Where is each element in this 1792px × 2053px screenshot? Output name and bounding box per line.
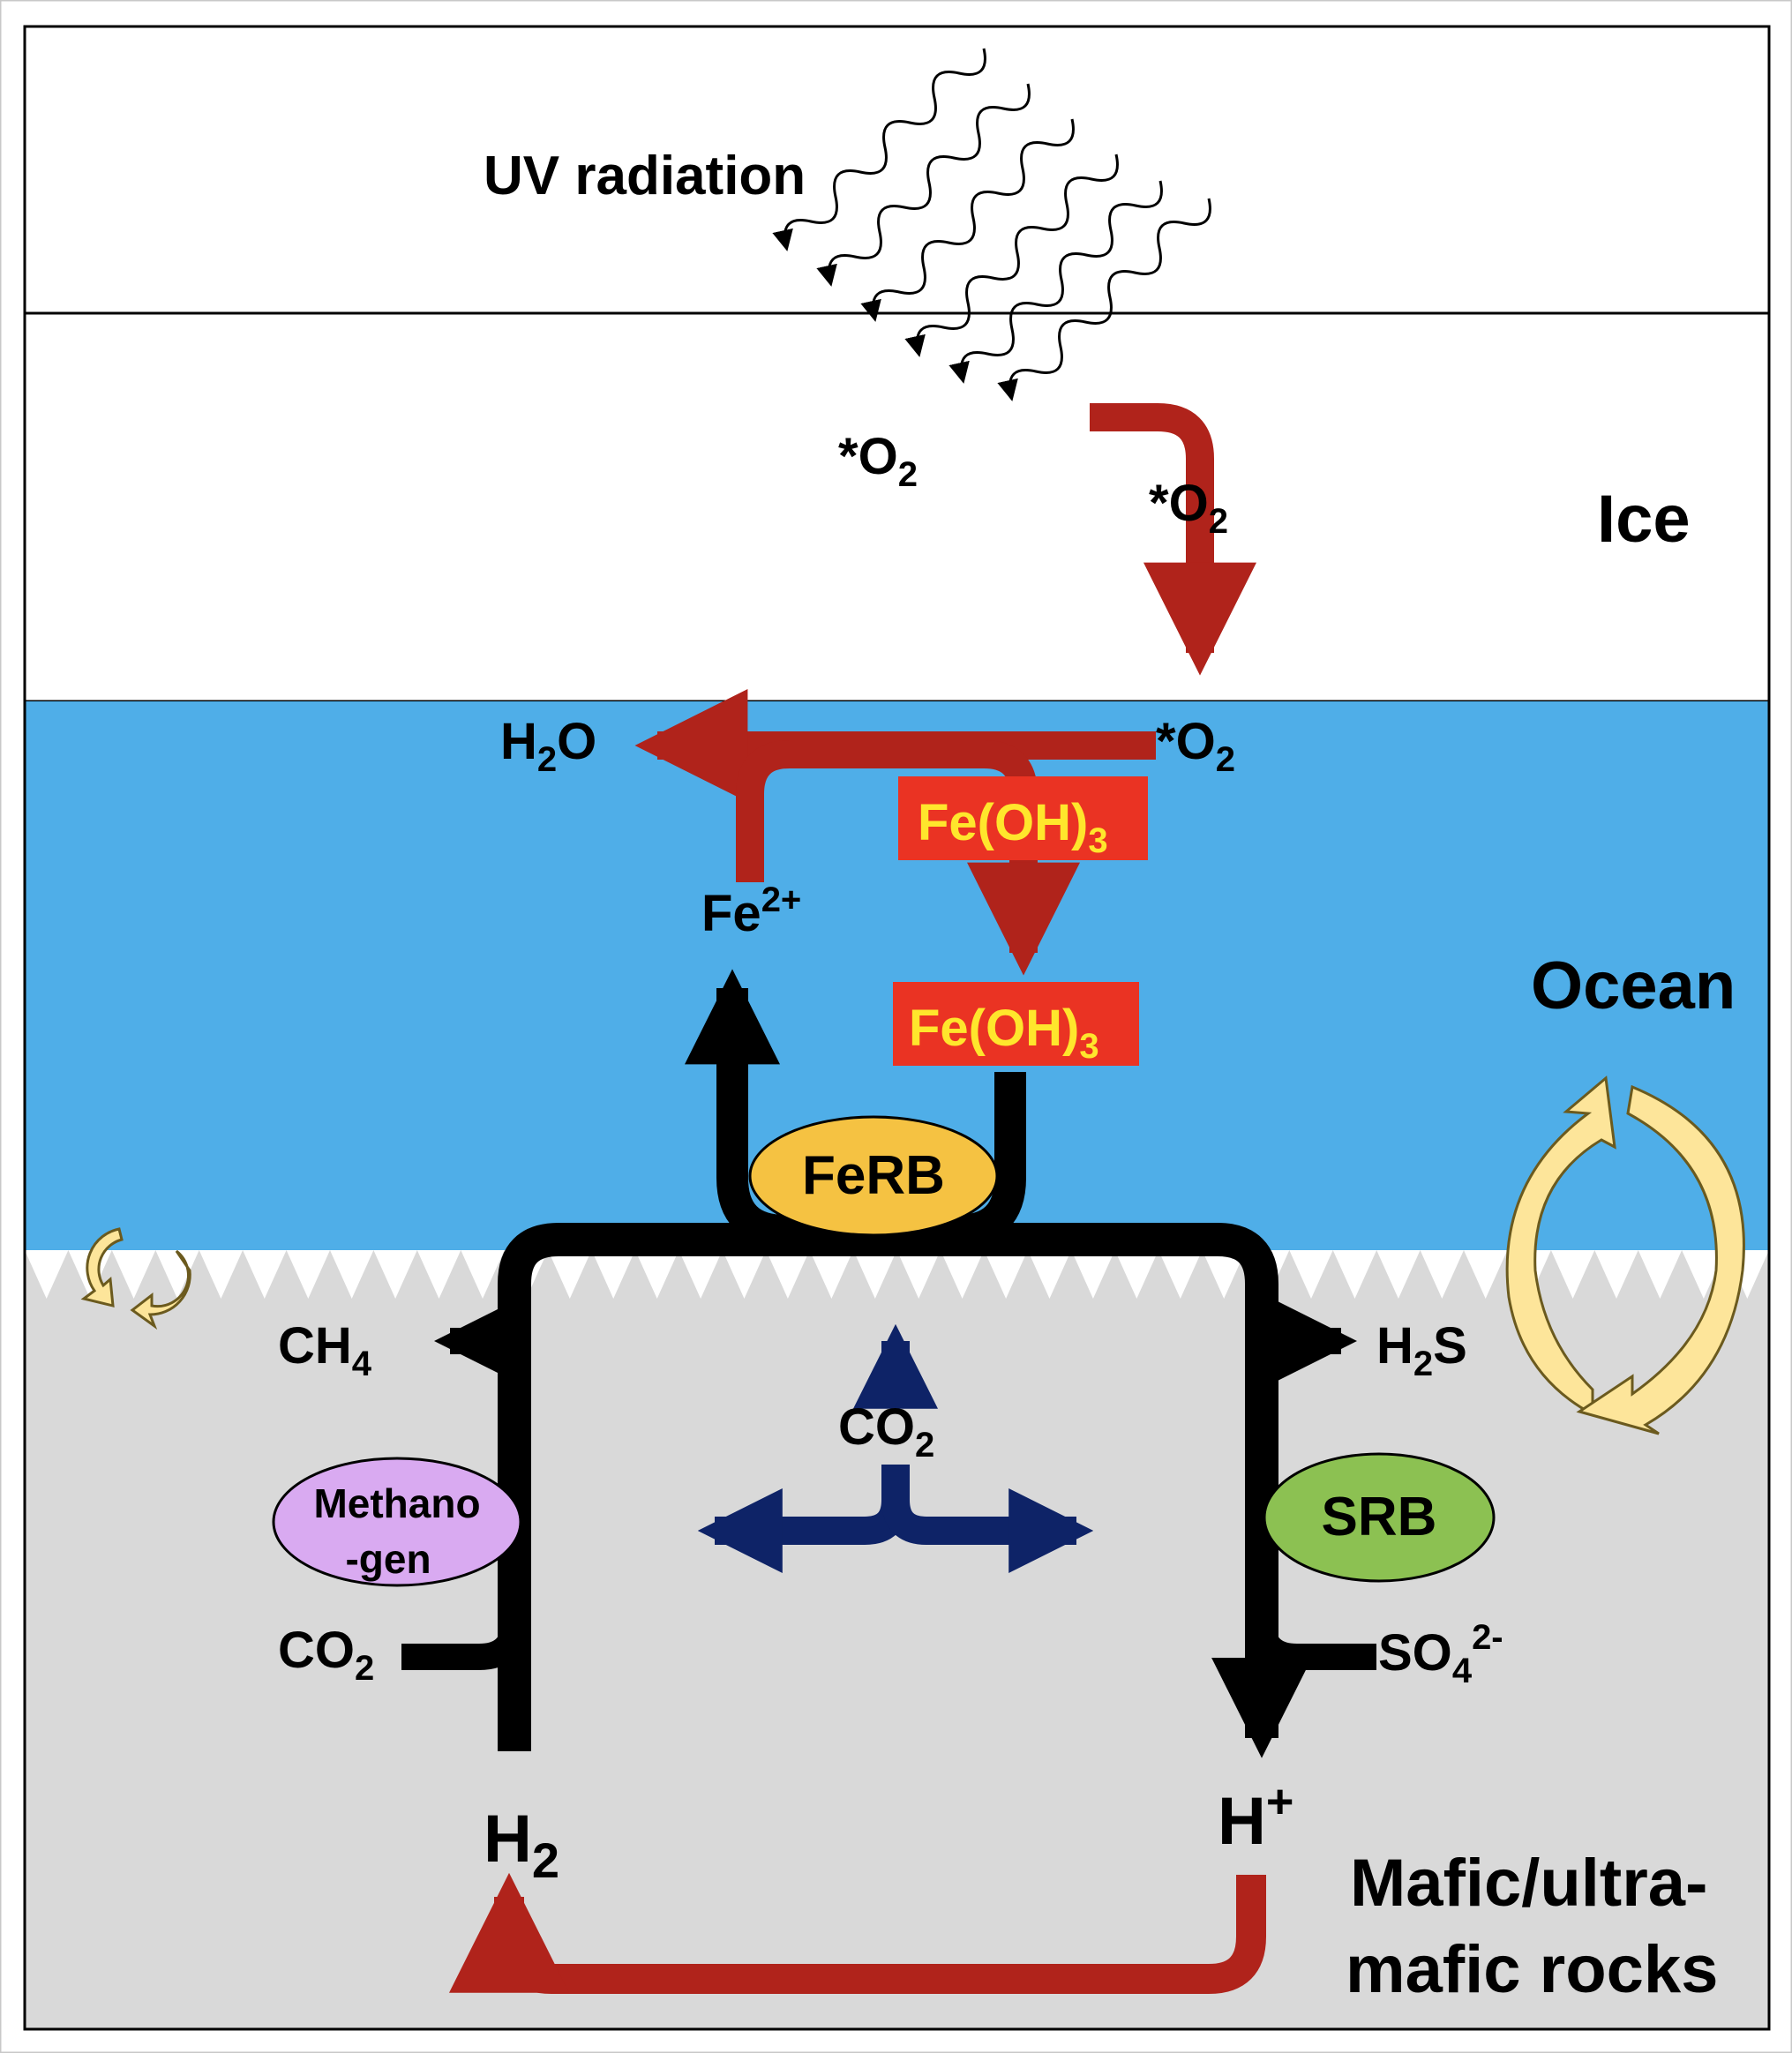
rock-label-line1: Mafic/ultra-: [1350, 1846, 1707, 1921]
atmosphere-region: [23, 25, 1771, 315]
uv-ray-5: [948, 180, 1163, 384]
feoh3-box-lower: [893, 982, 1139, 1066]
o2-label-ice-right: *O2: [1149, 475, 1228, 541]
feoh3-label-lower: Fe(OH)3: [909, 1000, 1099, 1066]
fe2-label: Fe2+: [701, 880, 801, 942]
hplus-label: H+: [1218, 1775, 1293, 1859]
arrow-so4-srb: [1248, 1621, 1376, 1670]
small-circulation-icon: [80, 1227, 191, 1330]
uv-wave-icon: [772, 48, 1211, 401]
h2s-label: H2S: [1376, 1317, 1467, 1383]
srb-label: SRB: [1322, 1487, 1437, 1547]
arrow-hplus-to-h2: [449, 1872, 1266, 1994]
methanogen-label-line1: Methano: [313, 1480, 480, 1526]
rock-label-line2: mafic rocks: [1346, 1932, 1718, 2007]
arrow-co2-methanogen: [401, 1621, 528, 1670]
arrow-o2-descent: [1090, 403, 1256, 676]
o2-label-ice-left: *O2: [838, 428, 918, 494]
arrow-srb-h2s: [1248, 1301, 1357, 1381]
uv-radiation-label: UV radiation: [484, 146, 806, 206]
co2-label-left: CO2: [278, 1622, 374, 1688]
co2-label-center: CO2: [838, 1398, 934, 1465]
rock-region: [25, 1250, 1769, 2029]
methanogen-microbe: [272, 1457, 522, 1587]
feoh3-box-upper: [898, 776, 1148, 860]
inner-frame: [23, 25, 1771, 2031]
uv-ray-2: [816, 83, 1031, 287]
methanogen-label-line2: -gen: [345, 1536, 431, 1582]
uv-ray-6: [997, 198, 1211, 401]
arrow-h2-main: [498, 1223, 1312, 1758]
ocean-label: Ocean: [1531, 948, 1736, 1023]
h2o-label: H2O: [500, 713, 596, 779]
ch4-label: CH4: [278, 1317, 372, 1383]
uv-ray-3: [860, 118, 1075, 322]
ferb-microbe: [748, 1115, 999, 1237]
ice-region: [23, 311, 1771, 703]
srb-microbe: [1263, 1452, 1496, 1583]
uv-ray-4: [904, 154, 1119, 357]
o2-label-ocean: *O2: [1156, 713, 1235, 779]
feoh3-label-upper: Fe(OH)3: [918, 794, 1108, 860]
large-circulation-icon: [1505, 1075, 1745, 1435]
so4-label: SO42-: [1378, 1618, 1503, 1690]
ferb-label: FeRB: [802, 1145, 945, 1206]
uv-ray-1: [772, 48, 986, 251]
ice-label: Ice: [1597, 482, 1691, 557]
h2-label: H2: [484, 1802, 559, 1888]
arrow-co2-branch-right: [881, 1488, 1094, 1573]
arrow-methanogen-ch4: [434, 1301, 528, 1381]
